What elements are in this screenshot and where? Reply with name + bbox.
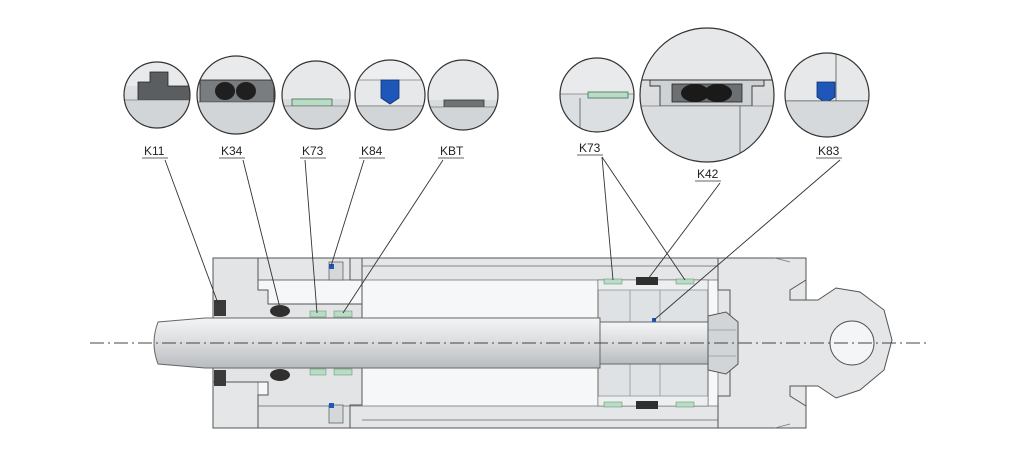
piston-rod — [153, 317, 601, 369]
label-underlines — [142, 154, 842, 182]
detail-bubble-k84 — [354, 59, 426, 131]
detail-bubble-k83 — [784, 52, 870, 138]
label-k73-rod: K73 — [302, 144, 324, 158]
port-bottom — [328, 404, 344, 424]
detail-bubble-k42 — [639, 27, 775, 163]
seal-k34-top — [270, 305, 290, 317]
label-k83: K83 — [818, 144, 840, 158]
leader-lines — [164, 156, 841, 321]
detail-bubble-k73-rod — [281, 60, 351, 130]
seal-k42-bottom — [636, 401, 658, 409]
detail-bubble-k73-piston — [559, 57, 635, 133]
label-k11: K11 — [144, 144, 165, 158]
label-kbt: KBT — [440, 144, 464, 158]
guide-kbt-top — [333, 310, 353, 318]
seal-k11-bottom — [214, 370, 226, 386]
guide-k73-piston-bottom-left — [603, 401, 623, 408]
oring-k84-top — [329, 264, 334, 269]
guide-k73-piston-top-right — [675, 278, 695, 285]
label-k73-piston: K73 — [579, 141, 601, 155]
cylinder-assembly — [153, 257, 893, 429]
seal-k42-top — [636, 277, 658, 285]
detail-bubble-k34 — [196, 55, 276, 135]
seal-k11-top — [214, 300, 226, 316]
label-k34: K34 — [221, 144, 243, 158]
seal-k34-bottom — [270, 369, 290, 381]
label-k84: K84 — [361, 144, 383, 158]
oring-k84-bottom — [329, 403, 334, 408]
guide-kbt-bottom — [333, 368, 353, 376]
guide-k73-bottom — [309, 368, 327, 376]
guide-k73-piston-bottom-right — [675, 401, 695, 408]
detail-bubble-k11 — [123, 61, 191, 129]
label-k42: K42 — [697, 167, 719, 181]
guide-k73-top — [309, 310, 327, 318]
detail-bubble-kbt — [427, 59, 499, 131]
